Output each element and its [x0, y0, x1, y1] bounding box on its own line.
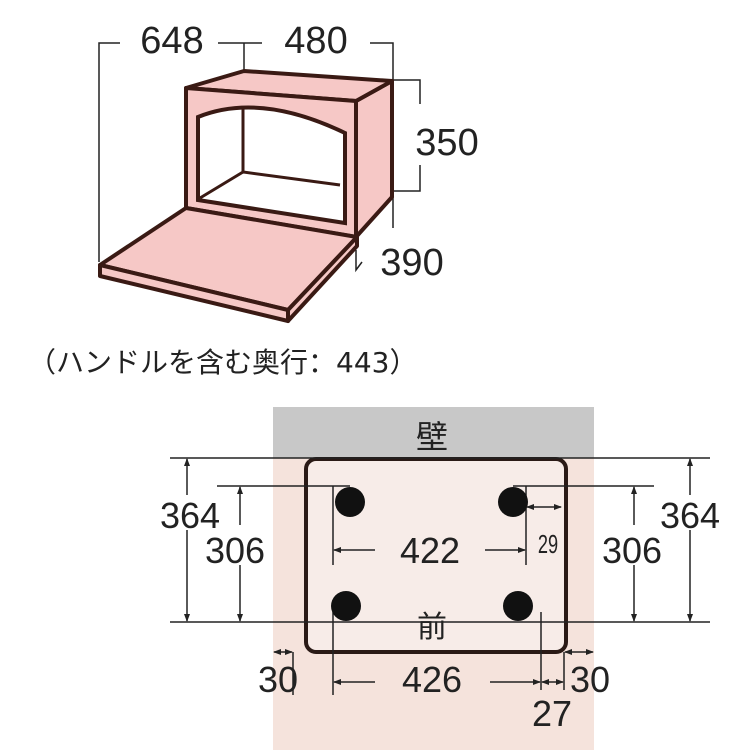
dim-line-648 [98, 42, 262, 262]
foot-front-left [331, 591, 361, 621]
foot-back-left [335, 487, 365, 517]
footprint-diagram: 壁 前 364 306 306 364 422 29 30 426 [160, 407, 720, 750]
label-offset-29: 29 [538, 530, 558, 559]
label-clearance-30-right: 30 [570, 659, 610, 700]
oven-illustration: 648 480 350 390 （ハンドルを含む奥行：443） [28, 20, 479, 379]
caption-handle-depth: （ハンドルを含む奥行：443） [28, 346, 417, 379]
label-depth-364-right: 364 [660, 495, 720, 536]
oven-cavity-lines [199, 107, 341, 200]
label-span-426: 426 [402, 659, 462, 700]
dimension-arrows [184, 458, 693, 685]
oven-window [196, 105, 347, 226]
label-width-648: 648 [140, 20, 203, 62]
label-depth-390: 390 [380, 242, 443, 284]
label-span-422: 422 [400, 530, 460, 571]
label-depth-364-left: 364 [160, 495, 220, 536]
wall-area [273, 407, 594, 458]
label-width-480: 480 [284, 20, 347, 62]
label-clearance-30-left: 30 [258, 659, 298, 700]
label-depth-306-right: 306 [602, 530, 662, 571]
oven-side-face [354, 79, 394, 239]
foot-front-right [503, 591, 533, 621]
label-depth-306-left: 306 [205, 530, 265, 571]
label-offset-27: 27 [532, 693, 572, 734]
dim-line-390 [355, 250, 363, 273]
oven-door-side-edge [286, 235, 359, 323]
ref-lines [170, 457, 710, 695]
front-label: 前 [417, 610, 447, 645]
wall-label: 壁 [416, 418, 448, 456]
label-height-350: 350 [415, 122, 478, 164]
dim-line-350 [392, 79, 421, 192]
foot-back-right [498, 487, 528, 517]
